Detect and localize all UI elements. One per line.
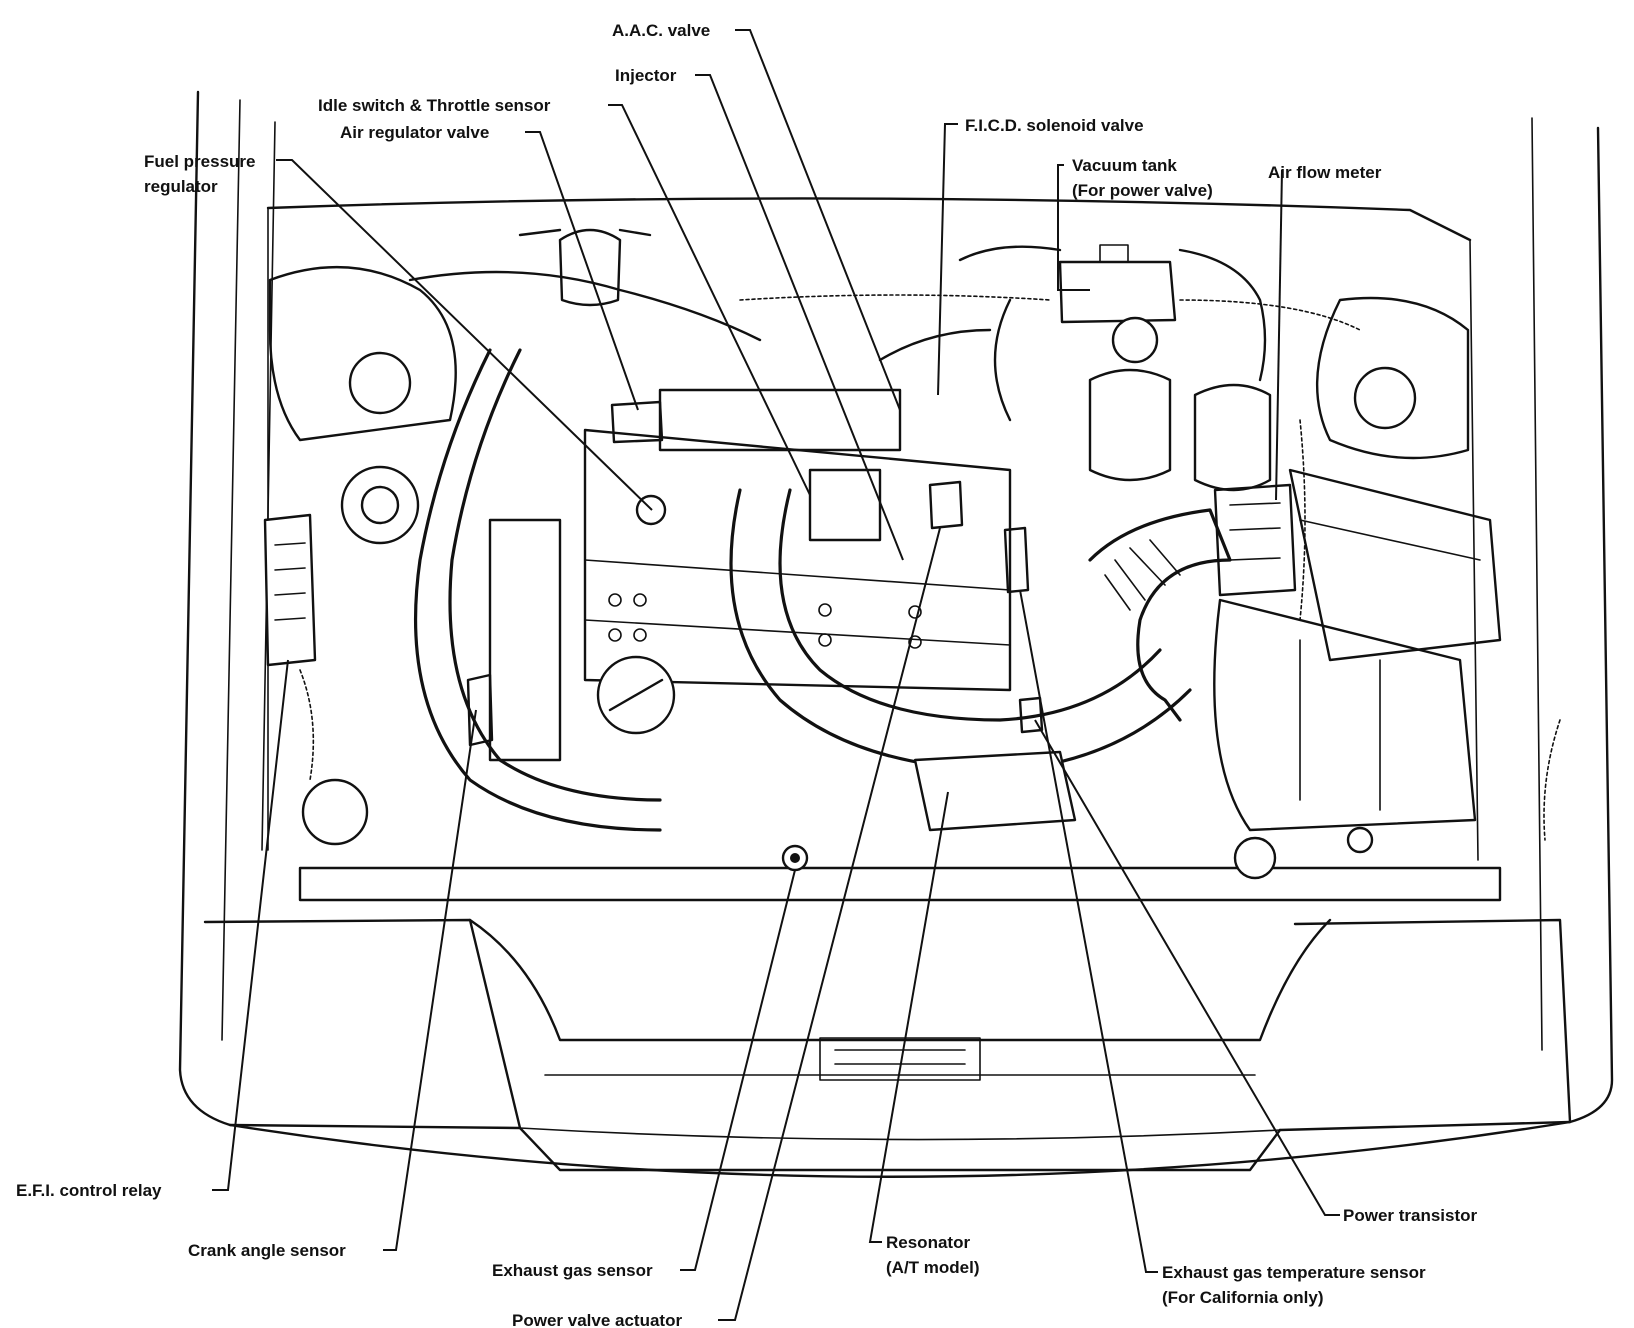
leader-exhaust-gas-sensor: [680, 869, 796, 1271]
leader-fuel-pressure: [276, 159, 653, 511]
label-air-flow-meter: Air flow meter: [1268, 163, 1382, 182]
label-resonator-1: Resonator: [886, 1233, 970, 1252]
label-power-transistor: Power transistor: [1343, 1206, 1478, 1225]
leader-air-flow-meter: [1275, 169, 1283, 501]
label-idle-switch: Idle switch & Throttle sensor: [318, 96, 551, 115]
label-aac-valve: A.A.C. valve: [612, 21, 710, 40]
leader-exhaust-temp: [1019, 589, 1158, 1273]
label-crank-angle: Crank angle sensor: [188, 1241, 346, 1260]
label-efi-relay: E.F.I. control relay: [16, 1181, 162, 1200]
leader-air-regulator: [525, 131, 639, 411]
label-power-valve-actuator: Power valve actuator: [512, 1311, 682, 1328]
engine-block: [263, 228, 1561, 880]
label-vacuum-tank-2: (For power valve): [1072, 181, 1213, 200]
callout-labels: A.A.C. valve Injector Idle switch & Thro…: [16, 21, 1478, 1328]
leader-crank-angle: [383, 709, 477, 1251]
label-resonator-2: (A/T model): [886, 1258, 980, 1277]
leader-efi-relay: [212, 659, 289, 1191]
leader-ficd: [937, 123, 958, 396]
label-exhaust-temp-2: (For California only): [1162, 1288, 1324, 1307]
leader-idle-switch: [608, 104, 811, 496]
label-exhaust-temp-1: Exhaust gas temperature sensor: [1162, 1263, 1426, 1282]
leader-resonator: [868, 791, 949, 1243]
label-injector: Injector: [615, 66, 677, 85]
leader-aac-valve: [735, 29, 901, 411]
vehicle-body: [178, 90, 1614, 1178]
label-fuel-pressure-1: Fuel pressure: [144, 152, 256, 171]
leader-power-valve: [718, 527, 941, 1321]
leader-power-transistor: [1034, 719, 1340, 1216]
leader-injector: [695, 74, 904, 561]
label-fuel-pressure-2: regulator: [144, 177, 218, 196]
label-air-regulator: Air regulator valve: [340, 123, 489, 142]
label-exhaust-gas-sensor: Exhaust gas sensor: [492, 1261, 653, 1280]
leader-lines: [212, 29, 1340, 1321]
leader-vacuum-tank: [1057, 164, 1090, 291]
label-vacuum-tank-1: Vacuum tank: [1072, 156, 1177, 175]
label-ficd-valve: F.I.C.D. solenoid valve: [965, 116, 1144, 135]
